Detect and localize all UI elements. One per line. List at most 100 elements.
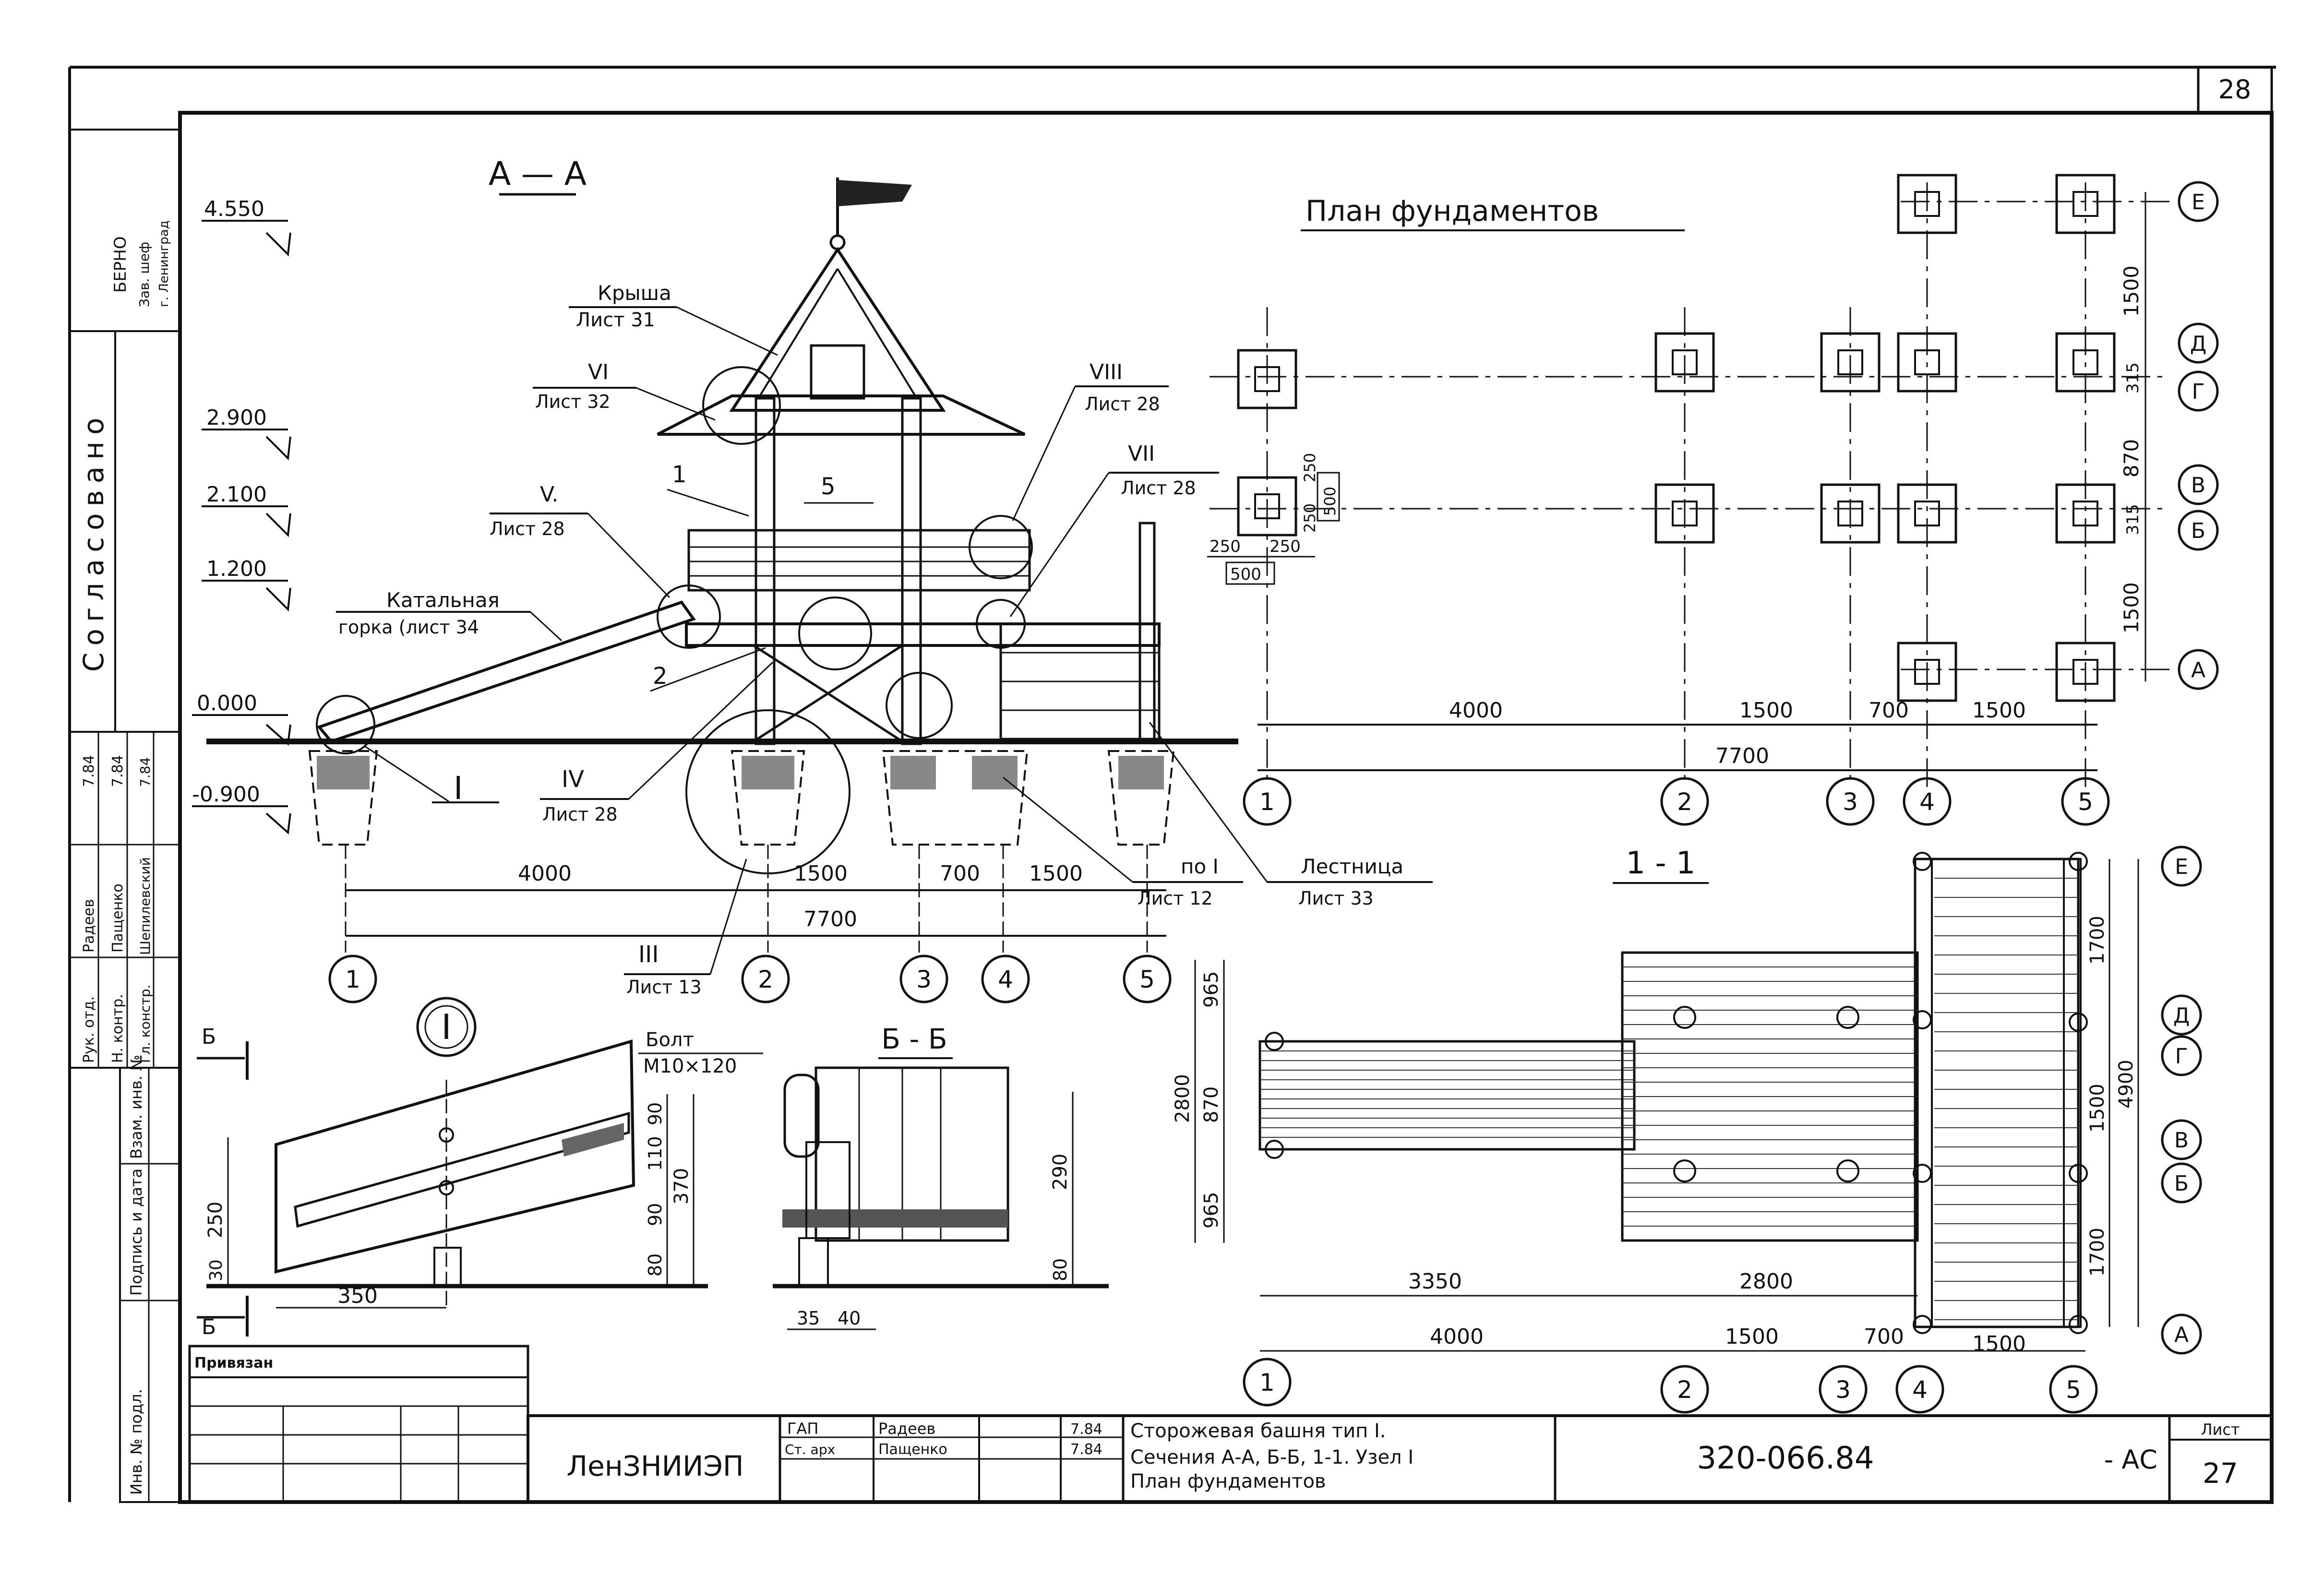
section-bb-title: Б - Б (881, 1023, 947, 1055)
callout-viii-1: VIII (1090, 360, 1123, 384)
node-dim-110: 110 (645, 1136, 666, 1171)
section-11-title: 1 - 1 (1626, 846, 1695, 881)
callout-po1-1: по I (1181, 855, 1219, 878)
node-dim-370: 370 (671, 1168, 693, 1205)
callout-lestnica-1: Лестница (1301, 855, 1403, 878)
s11-dim-4000: 4000 (1430, 1324, 1484, 1349)
role-2: Н. контр. (109, 994, 126, 1063)
callout-gorka-2: горка (лист 34 (338, 617, 479, 638)
sig-role-1: ГАП (787, 1420, 818, 1438)
level-0000: 0.000 (197, 691, 257, 716)
plan-title: План фундаментов (1306, 194, 1599, 228)
bolt-label-1: Болт (646, 1029, 694, 1051)
name-3: Шепилевский (137, 857, 153, 955)
aa-dim-7700: 7700 (803, 907, 857, 931)
s11-dim-r-1700a: 1700 (2086, 916, 2108, 965)
s11-dim-965a: 965 (1200, 971, 1222, 1008)
drawing-suffix: - АС (2104, 1444, 2157, 1475)
plan-axis-x1: 1 (1259, 788, 1275, 816)
s11-axis-y-g: Г (2175, 1044, 2188, 1069)
callout-v-2: Лист 28 (490, 518, 565, 539)
role-3: Гл. констр. (137, 984, 153, 1063)
level-2100: 2.100 (206, 482, 267, 507)
aa-foundations (308, 750, 1175, 846)
sig-name-2: Пащенко (878, 1441, 947, 1458)
s11-axis-x2: 2 (1677, 1376, 1692, 1404)
node-dim-90a: 90 (645, 1102, 666, 1125)
s11-dim-870: 870 (1200, 1086, 1222, 1123)
aa-dim-700: 700 (940, 861, 980, 886)
callout-iv-1: IV (562, 766, 584, 793)
level-2900: 2.900 (206, 406, 267, 430)
level-4550: 4.550 (204, 197, 264, 221)
stamp-line-3: г. Ленинград (157, 220, 171, 307)
level-marks: 4.550 2.900 2.100 1.200 0.000 -0.900 (192, 197, 291, 835)
title-block: Привязан ЛенЗНИИЭП ГАП Радеев 7.84 Ст. а… (188, 1345, 2273, 1503)
title-line-1: Сторожевая башня тип I. (1130, 1420, 1386, 1442)
s11-axis-y-e: Е (2175, 855, 2188, 879)
deck-center-boards (1622, 967, 1917, 1227)
plan-dim-1500a: 1500 (1739, 698, 1793, 723)
aa-dimensions: 4000 1500 700 1500 7700 (345, 845, 1166, 953)
sig-name-1: Радеев (878, 1420, 935, 1438)
side-strip: БЕРНО Зав. шеф г. Ленинград Согласовано … (69, 129, 181, 1503)
title-line-2: Сечения А-А, Б-Б, 1-1. Узел I (1130, 1446, 1414, 1468)
aa-callouts: Крыша Лист 31 VI Лист 32 V. Лист 28 VIII… (336, 281, 1433, 998)
foundation-plan: План фундаментов (1207, 174, 2219, 826)
section-bb: Б - Б 290 80 35 40 (773, 1023, 1109, 1330)
stair-boards (1934, 878, 2078, 1320)
tower-roof (657, 178, 1026, 436)
bb-dim-80: 80 (1050, 1258, 1071, 1281)
s11-axis-x5: 5 (2066, 1376, 2081, 1404)
aa-axis-1: 1 (345, 966, 360, 993)
plan-pad-dims: 250 250 500 250 250 500 (1207, 453, 1340, 585)
role-1: Рук. отд. (81, 996, 97, 1063)
s11-dim-r-4900: 4900 (2115, 1060, 2137, 1109)
node-dim-80: 80 (645, 1253, 666, 1277)
aa-axis-4: 4 (998, 966, 1013, 993)
plan-axis-x5: 5 (2078, 788, 2093, 816)
s11-dim-1500a: 1500 (1725, 1324, 1779, 1349)
plan-axis-x3: 3 (1843, 788, 1858, 816)
section-11-dims-bottom: 3350 2800 4000 1500 700 1500 (1260, 1269, 2085, 1356)
aa-dim-1500b: 1500 (1029, 861, 1083, 886)
stamp-line-1: БЕРНО (111, 236, 130, 293)
bolt-label-2: М10×120 (643, 1055, 737, 1077)
section-11: 1 - 1 (1172, 846, 2202, 1414)
callout-v-1: V. (540, 482, 558, 507)
field-inv: Инв. № подл. (127, 1389, 145, 1495)
s11-axis-y-d: Д (2173, 1003, 2190, 1028)
node-detail: I Болт М10×120 Б Б 250 30 350 90 110 90 … (197, 997, 763, 1339)
pad-dim-500b: 500 (1321, 487, 1339, 516)
s11-dim-700: 700 (1864, 1324, 1904, 1349)
plan-axis-y-d: Д (2190, 332, 2206, 356)
node-dim-90b: 90 (645, 1203, 666, 1226)
plan-axis-y-a: А (2191, 658, 2205, 682)
plan-dim-r-1500b: 1500 (2120, 582, 2143, 633)
plan-axis-x4: 4 (1919, 788, 1935, 816)
s11-dim-3350: 3350 (1408, 1269, 1462, 1294)
name-2: Пащенко (109, 883, 126, 953)
date-3: 7.84 (137, 757, 153, 787)
mark-1: 1 (672, 461, 687, 488)
callout-vii-1: VII (1128, 441, 1155, 466)
plan-pads (1237, 174, 2116, 702)
date-2: 7.84 (109, 755, 126, 787)
section-11-axes: 1 2 3 4 5 Е Д Г В Б А (1243, 846, 2202, 1414)
aa-axis-2: 2 (758, 966, 773, 993)
callout-viii-2: Лист 28 (1085, 394, 1160, 415)
section-aa-title: А — А (489, 155, 587, 193)
aa-axis-5: 5 (1139, 966, 1155, 993)
level-1200: 1.200 (206, 557, 267, 581)
s11-axis-y-b: Б (2174, 1171, 2189, 1196)
callout-iii-1: III (638, 941, 659, 968)
section-11-dims-right: 1700 1500 1700 4900 (2086, 859, 2139, 1327)
callout-gorka-1: Катальная (386, 588, 500, 612)
cut-mark-top: Б (202, 1025, 216, 1049)
node-detail-mark: I (441, 1007, 451, 1047)
bb-dim-35: 35 (797, 1308, 820, 1329)
s11-dim-1500b: 1500 (1972, 1332, 2026, 1356)
plan-axis-y-g: Г (2192, 380, 2205, 404)
s11-dim-2800b: 2800 (1739, 1269, 1793, 1294)
pad-dim-250b: 250 (1270, 537, 1301, 556)
